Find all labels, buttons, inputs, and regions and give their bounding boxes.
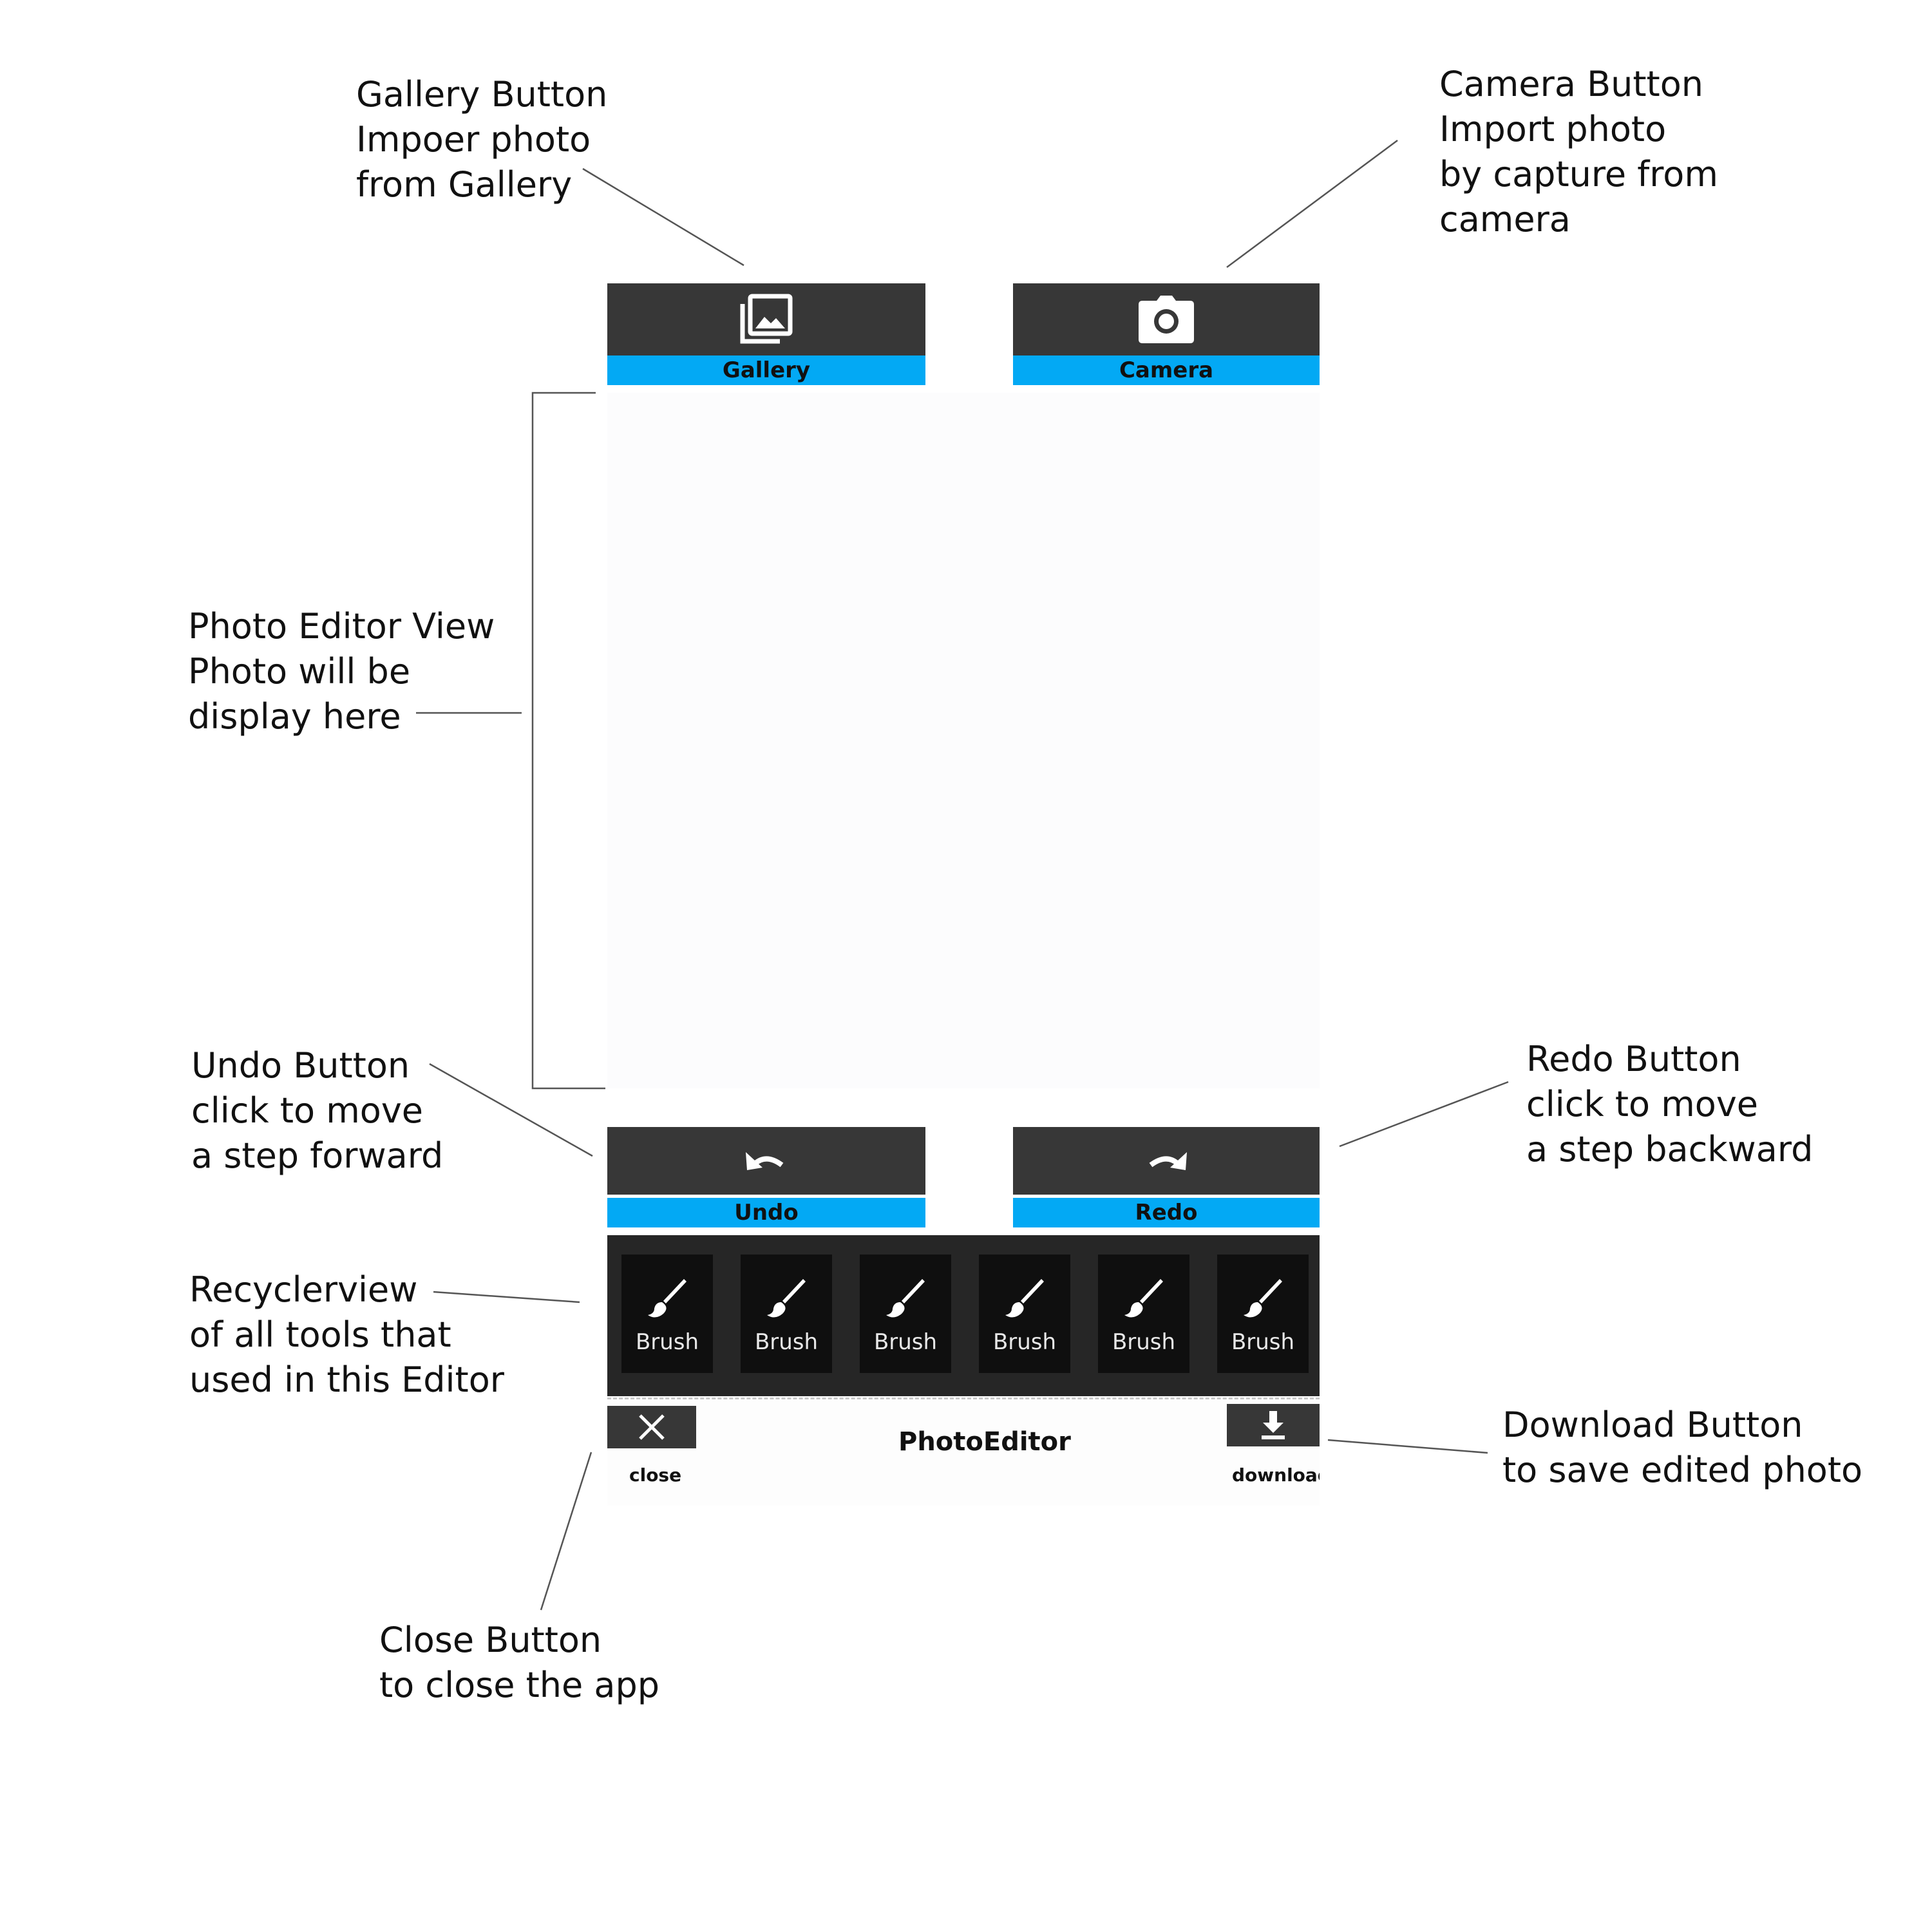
download-label[interactable]: download (1232, 1464, 1320, 1486)
photo-editor-view[interactable] (607, 393, 1320, 1088)
download-label-clip: download (1227, 1459, 1320, 1488)
brush-icon (648, 1279, 687, 1318)
annotation-line: click to move (191, 1090, 424, 1131)
annotation-undo: Undo Button click to move a step forward (191, 1043, 443, 1179)
close-icon (639, 1414, 665, 1440)
leader-close (540, 1452, 592, 1611)
leader-redo (1339, 1081, 1509, 1148)
annotation-redo: Redo Button click to move a step backwar… (1526, 1037, 1813, 1172)
redo-button[interactable] (1013, 1127, 1320, 1195)
tool-brush[interactable]: Brush (979, 1255, 1070, 1373)
annotation-download: Download Button to save edited photo (1502, 1403, 1862, 1493)
annotation-line: click to move (1526, 1084, 1759, 1124)
annotation-line: by capture from (1439, 154, 1718, 194)
bottom-bar (607, 1397, 1320, 1506)
gallery-button[interactable] (607, 283, 925, 355)
gallery-label-bar[interactable]: Gallery (607, 355, 925, 385)
close-button[interactable] (607, 1406, 696, 1448)
tool-label: Brush (635, 1329, 699, 1355)
brush-icon (1124, 1279, 1163, 1318)
annotation-line: a step forward (191, 1135, 444, 1176)
annotation-line: Close Button (379, 1620, 602, 1660)
editor-view-bracket (531, 392, 605, 1090)
undo-label-bar[interactable]: Undo (607, 1198, 925, 1227)
annotation-line: Camera Button (1439, 64, 1703, 104)
leader-download (1327, 1439, 1488, 1454)
tools-recyclerview[interactable]: Brush Brush Brush Brush Brush (607, 1235, 1320, 1396)
camera-icon (1139, 296, 1194, 343)
annotation-line: Recyclerview (189, 1269, 418, 1310)
close-label[interactable]: close (629, 1464, 682, 1486)
annotation-line: to close the app (379, 1665, 660, 1705)
annotation-line: Photo will be (188, 651, 411, 692)
annotation-line: display here (188, 696, 401, 737)
redo-label-bar[interactable]: Redo (1013, 1198, 1320, 1227)
annotation-line: Redo Button (1526, 1039, 1741, 1079)
tool-label: Brush (1112, 1329, 1176, 1355)
undo-button[interactable] (607, 1127, 925, 1195)
tool-label: Brush (873, 1329, 938, 1355)
tool-brush[interactable]: Brush (1217, 1255, 1309, 1373)
tool-label: Brush (1231, 1329, 1295, 1355)
annotation-close: Close Button to close the app (379, 1618, 659, 1708)
annotation-gallery: Gallery Button Impoer photo from Gallery (356, 72, 607, 207)
tool-brush[interactable]: Brush (860, 1255, 951, 1373)
annotation-line: camera (1439, 199, 1571, 240)
tool-brush[interactable]: Brush (621, 1255, 713, 1373)
brush-icon (886, 1279, 925, 1318)
undo-label: Undo (734, 1200, 799, 1226)
annotation-line: to save edited photo (1502, 1450, 1863, 1490)
annotation-line: used in this Editor (189, 1359, 504, 1400)
camera-label: Camera (1119, 357, 1214, 383)
app-title: PhotoEditor (898, 1427, 1071, 1457)
download-button[interactable] (1227, 1404, 1320, 1446)
gallery-icon (740, 294, 793, 344)
annotation-line: Gallery Button (356, 74, 608, 115)
annotation-line: of all tools that (189, 1314, 451, 1355)
brush-icon (1005, 1279, 1044, 1318)
gallery-label: Gallery (722, 357, 811, 383)
download-icon (1262, 1411, 1285, 1439)
leader-undo (429, 1063, 593, 1157)
annotation-line: Download Button (1502, 1405, 1803, 1445)
camera-button[interactable] (1013, 283, 1320, 355)
annotation-line: from Gallery (356, 164, 573, 205)
redo-icon (1149, 1151, 1187, 1170)
tool-brush[interactable]: Brush (741, 1255, 832, 1373)
camera-label-bar[interactable]: Camera (1013, 355, 1320, 385)
brush-icon (767, 1279, 806, 1318)
undo-icon (746, 1151, 784, 1170)
leader-camera (1226, 139, 1398, 269)
annotation-recycler: Recyclerview of all tools that used in t… (189, 1267, 504, 1403)
annotation-camera: Camera Button Import photo by capture fr… (1439, 62, 1718, 242)
annotation-line: Import photo (1439, 109, 1667, 149)
brush-icon (1244, 1279, 1282, 1318)
tool-label: Brush (754, 1329, 819, 1355)
redo-label: Redo (1135, 1200, 1198, 1226)
annotation-line: Photo Editor View (188, 606, 495, 647)
annotation-line: a step backward (1526, 1129, 1814, 1170)
leader-recycler (433, 1291, 580, 1303)
annotation-line: Impoer photo (356, 119, 591, 160)
leader-gallery (582, 167, 744, 267)
tool-brush[interactable]: Brush (1098, 1255, 1189, 1373)
annotation-editor-view: Photo Editor View Photo will be display … (188, 604, 495, 739)
annotation-line: Undo Button (191, 1045, 410, 1086)
tool-label: Brush (992, 1329, 1057, 1355)
